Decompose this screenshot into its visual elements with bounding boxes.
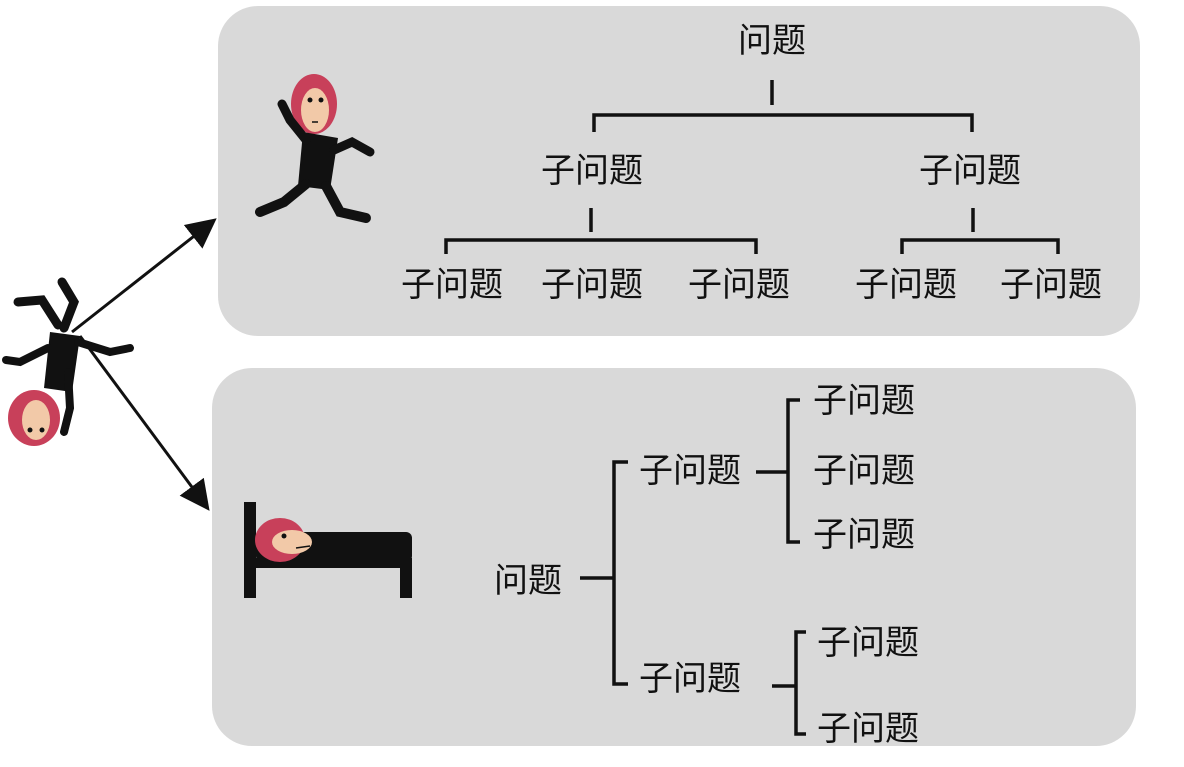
bottom-leaf-2-1: 子问题: [817, 623, 919, 663]
bottom-root-label: 问题: [494, 561, 562, 601]
top-panel: [218, 6, 1140, 336]
bottom-tree-connectors: [580, 398, 806, 736]
top-child-2-label: 子问题: [919, 151, 1021, 191]
bottom-child-2-label: 子问题: [639, 659, 741, 699]
bottom-leaf-2-2: 子问题: [817, 709, 919, 749]
running-monkey-icon: [255, 74, 375, 223]
bottom-leaf-1-2: 子问题: [813, 451, 915, 491]
bottom-leaf-1-3: 子问题: [813, 515, 915, 555]
falling-monkey-icon: [2, 277, 134, 446]
arrow-to-top-panel: [71, 218, 217, 334]
arrow-to-bottom-panel: [78, 335, 210, 511]
top-tree-connectors: [444, 80, 1060, 254]
top-leaf-2-1: 子问题: [855, 265, 957, 305]
top-leaf-1-3: 子问题: [688, 265, 790, 305]
top-leaf-1-2: 子问题: [541, 265, 643, 305]
top-leaf-1-1: 子问题: [401, 265, 503, 305]
top-child-1-label: 子问题: [541, 151, 643, 191]
top-root-label: 问题: [738, 21, 806, 61]
sleeping-monkey-bed-icon: [244, 502, 412, 598]
top-leaf-2-2: 子问题: [1000, 265, 1102, 305]
bottom-child-1-label: 子问题: [639, 451, 741, 491]
bottom-leaf-1-1: 子问题: [813, 381, 915, 421]
